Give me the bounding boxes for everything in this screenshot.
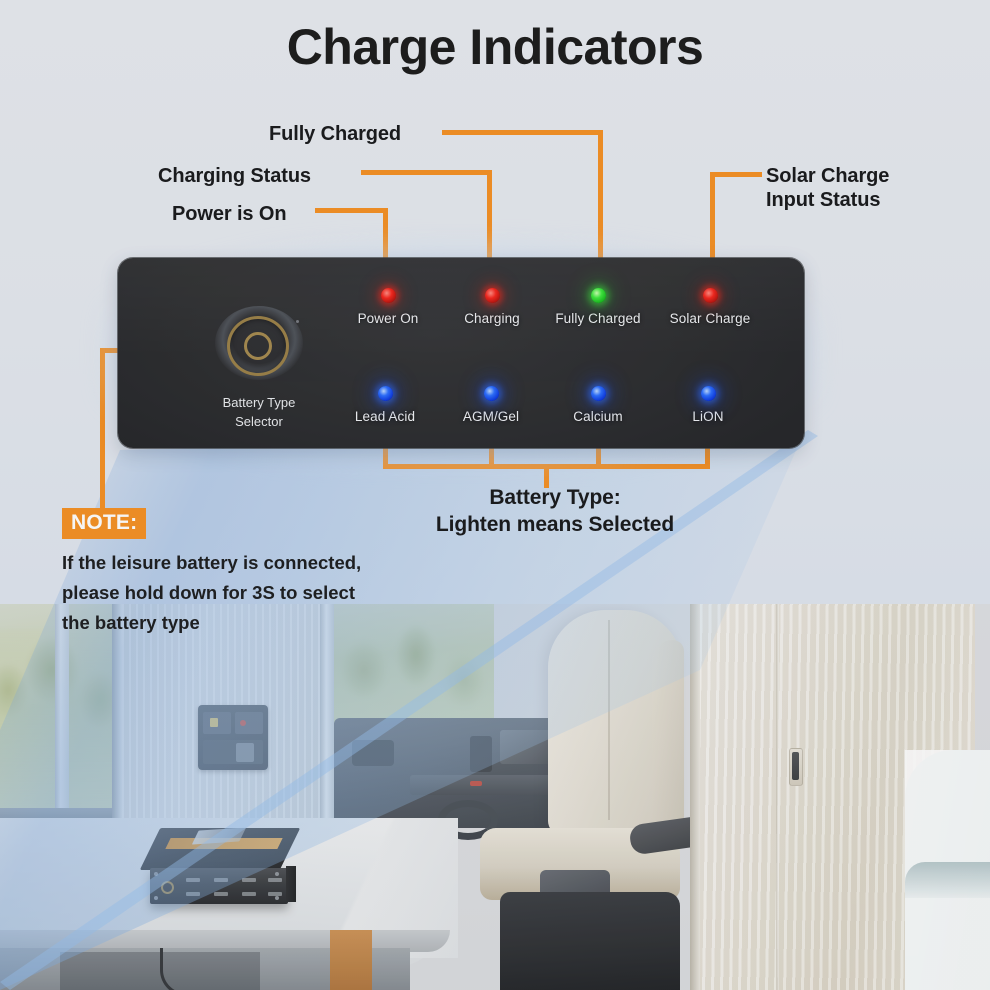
lead-acid-led-icon [377,386,393,401]
charger-unit-screw [154,872,158,876]
callout-fully-charged: Fully Charged [269,123,402,145]
left-wall-edge [112,600,122,835]
charger-unit-led-row-top [186,878,282,883]
note-badge: NOTE: [62,508,147,539]
dashboard-vent-secondary [470,736,492,772]
callout-solar-charge-input-status: Solar Charge Input Status [766,165,890,212]
rv-interior-photo [0,600,990,990]
teal-seat-fold [905,862,990,898]
note-text: If the leisure battery is connected, ple… [62,552,362,633]
wall-control-display [203,740,263,764]
agm-gel-led-icon [483,386,499,401]
leader-line-solar-vertical [710,172,715,294]
battery-type-led-lion[interactable]: LiON [648,386,768,424]
left-window-frame [55,600,69,820]
concentric-ring-icon [227,316,289,376]
charging-led-icon [484,288,500,303]
charger-unit-led-row-bottom [186,892,282,897]
leader-line-charging-horizontal [361,170,492,175]
battery-type-led-agm-gel[interactable]: AGM/Gel [431,386,551,424]
status-led-charging[interactable]: Charging [432,288,552,326]
power-on-led-icon [380,288,396,303]
page-title: Charge Indicators [286,19,704,75]
charger-unit-screw [154,896,158,900]
callout-charging-status: Charging Status [158,165,311,187]
panel-pinhole-indicator [296,320,299,323]
driver-seat-base [500,892,680,990]
dashboard-screen [500,730,552,764]
charger-unit-screw [275,872,279,876]
fully-charged-led-label: Fully Charged [555,311,641,326]
charger-unit-selector-knob [161,881,174,894]
partition-edge [690,600,702,990]
solar-charge-led-label: Solar Charge [669,311,751,326]
calcium-led-icon [590,386,606,401]
leader-line-battery-type-stub [544,464,549,488]
power-on-led-label: Power On [357,311,419,326]
wall-control-button-right [235,712,263,734]
charger-unit-screw [275,896,279,900]
status-led-solar-charge[interactable]: Solar Charge [650,288,770,326]
wall-control-led-icon [240,720,246,726]
lion-led-icon [700,386,716,401]
solar-charge-led-icon [702,288,718,303]
callout-battery-type-group: Battery Type: Lighten means Selected [435,486,675,536]
power-cable [160,948,220,990]
concentric-ring-inner-icon [244,332,272,360]
dashboard-vent [352,740,394,766]
cabinet-wood-trim [330,930,372,990]
charger-control-panel [118,258,804,448]
leader-line-power-on-horizontal [315,208,388,213]
doorway-column [320,600,334,825]
battery-type-led-lead-acid[interactable]: Lead Acid [325,386,445,424]
leader-line-charging-vertical [487,170,492,294]
status-led-fully-charged[interactable]: Fully Charged [538,288,658,326]
leader-line-fully-charged-vertical [598,130,603,294]
battery-type-selector-label: Battery Type Selector [222,395,296,429]
battery-type-led-calcium[interactable]: Calcium [538,386,658,424]
fully-charged-led-icon [590,288,606,303]
leader-line-solar-horizontal [710,172,762,177]
leader-line-fully-charged-horizontal [442,130,603,135]
wall-control-display-inset [236,743,254,762]
calcium-led-label: Calcium [573,409,623,424]
wood-partition-seam [776,600,779,990]
battery-type-selector-button[interactable]: Battery Type Selector [213,306,305,429]
agm-gel-led-label: AGM/Gel [462,409,520,424]
status-led-power-on[interactable]: Power On [328,288,448,326]
dashboard-hazard-button [470,781,482,786]
lion-led-label: LiON [692,409,724,424]
callout-power-is-on: Power is On [172,203,287,225]
charging-led-label: Charging [464,311,520,326]
driver-seat-bolster [652,640,684,830]
dashboard-button-strip [410,775,575,795]
charger-unit-side [286,866,296,902]
sliding-door-handle-recess [792,752,799,780]
driver-seat-seam [608,620,610,820]
lead-acid-led-label: Lead Acid [354,409,416,424]
wall-control-lamp-icon [210,718,218,727]
